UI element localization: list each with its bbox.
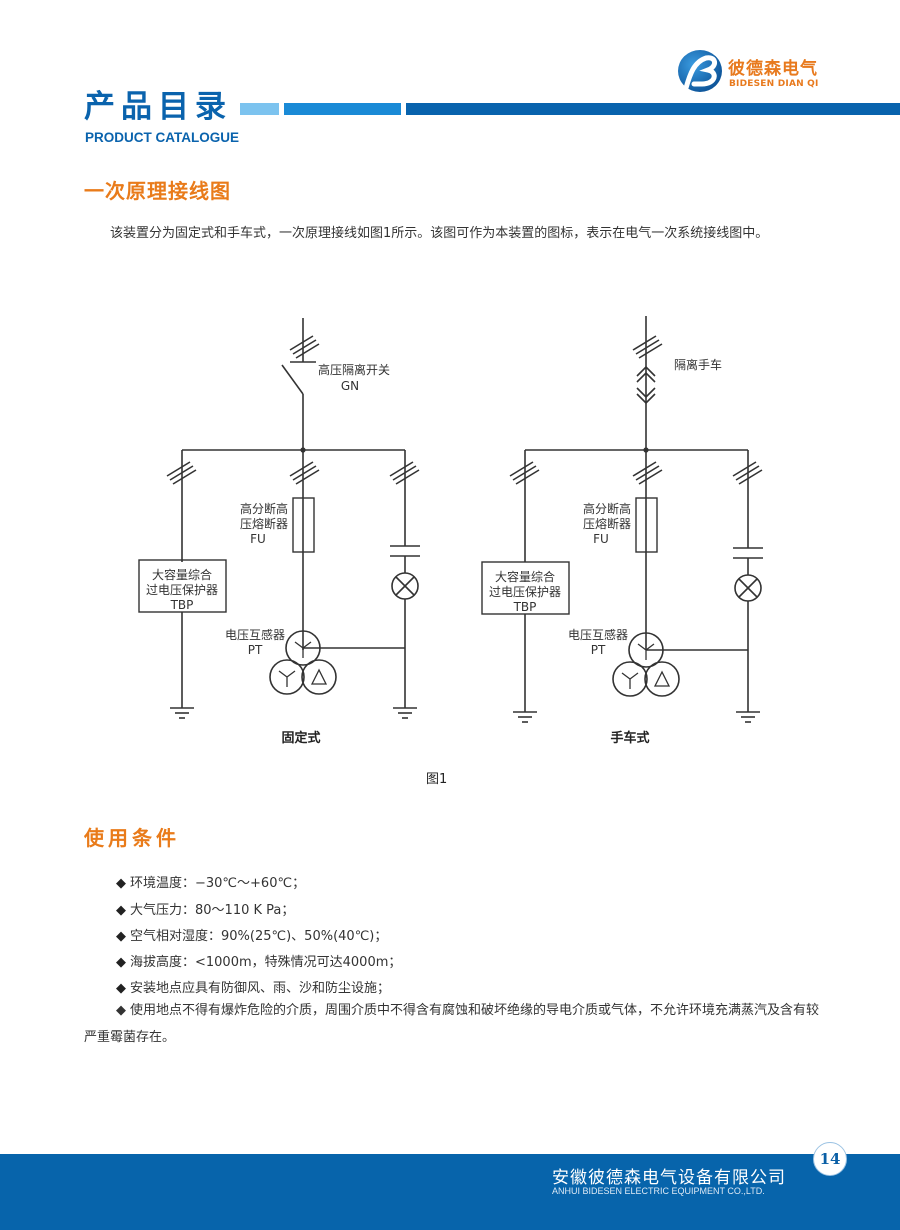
header-bar-light xyxy=(240,103,279,115)
company-name-en: ANHUI BIDESEN ELECTRIC EQUIPMENT CO.,LTD… xyxy=(552,1186,765,1196)
page-title: 产品目录 xyxy=(84,89,232,125)
tbp-label-1: 大容量综合 xyxy=(495,569,555,584)
three-phase-mark xyxy=(389,461,420,485)
condition-item: ◆ 空气相对湿度：90%(25℃)、50%(40℃)； xyxy=(116,925,387,944)
condition-item: ◆ 大气压力：80～110 K Pa； xyxy=(116,899,294,918)
switch-code: GN xyxy=(341,379,359,393)
fuse-label-2: 压熔断器 xyxy=(583,516,631,531)
three-phase-mark xyxy=(166,461,197,485)
condition-item: ◆ 环境温度：−30℃～+60℃； xyxy=(116,872,305,891)
pt-transformer-icon[interactable] xyxy=(612,632,680,697)
tbp-label-2: 过电压保护器 xyxy=(146,583,218,597)
section-paragraph: 该装置分为固定式和手车式，一次原理接线如图1所示。该图可作为本装置的图标，表示在… xyxy=(110,226,769,241)
condition-item: ◆ 海拔高度：<1000m，特殊情况可达4000m； xyxy=(116,951,401,970)
fuse-label-1: 高分断高 xyxy=(240,501,288,516)
logo-b-icon xyxy=(678,50,722,92)
condition-item: ◆使用地点不得有爆炸危险的介质，周围介质中不得含有腐蚀和破坏绝缘的导电介质或气体… xyxy=(84,997,824,1051)
diamond-bullet-icon: ◆ xyxy=(116,981,126,996)
condition-text: 空气相对湿度：90%(25℃)、50%(40℃)； xyxy=(130,929,388,944)
diamond-bullet-icon: ◆ xyxy=(116,903,126,918)
fuse-code: FU xyxy=(593,532,609,546)
pt-code: PT xyxy=(591,643,606,657)
condition-text: 环境温度：−30℃～+60℃； xyxy=(130,876,306,891)
tbp-label-1: 大容量综合 xyxy=(152,567,212,582)
brand-name-cn: 彼德森电气 xyxy=(728,59,818,79)
fixed-type-diagram xyxy=(138,318,420,719)
switch-label: 高压隔离开关 xyxy=(318,362,390,377)
pt-code: PT xyxy=(248,643,263,657)
condition-text: 大气压力：80～110 K Pa； xyxy=(130,903,295,918)
figure-caption: 图1 xyxy=(426,772,448,787)
ground-icon xyxy=(736,711,760,723)
handcart-plug-icon[interactable] xyxy=(636,365,656,405)
diamond-bullet-icon: ◆ xyxy=(116,876,126,891)
pt-label: 电压互感器 xyxy=(568,627,628,642)
condition-text: 海拔高度：<1000m，特殊情况可达4000m； xyxy=(130,955,402,970)
wiring-diagram: 高压隔离开关 GN 高分断高 压熔断器 FU 大容量综合 过电压保护器 TBP … xyxy=(138,316,763,746)
ground-icon xyxy=(170,707,194,719)
handcart-type-diagram xyxy=(481,316,763,723)
three-phase-mark xyxy=(632,335,663,359)
fuse-code: FU xyxy=(250,532,266,546)
company-name-cn: 安徽彼德森电气设备有限公司 xyxy=(552,1168,786,1188)
three-phase-mark xyxy=(289,461,320,485)
pt-label: 电压互感器 xyxy=(225,627,285,642)
indicator-lamp-icon xyxy=(734,574,762,602)
three-phase-mark xyxy=(632,461,663,485)
condition-text: 使用地点不得有爆炸危险的介质，周围介质中不得含有腐蚀和破坏绝缘的导电介质或气体，… xyxy=(84,1003,820,1045)
page-number: 14 xyxy=(813,1142,847,1176)
isolating-switch-blade xyxy=(281,364,304,395)
handcart-caption: 手车式 xyxy=(610,730,649,746)
diamond-bullet-icon: ◆ xyxy=(116,1003,126,1018)
tbp-code: TBP xyxy=(513,600,537,614)
three-phase-mark xyxy=(509,461,540,485)
brand-logo xyxy=(676,48,876,94)
diamond-bullet-icon: ◆ xyxy=(116,929,126,944)
tbp-code: TBP xyxy=(170,598,194,612)
indicator-lamp-icon xyxy=(391,572,419,600)
condition-item: ◆ 安装地点应具有防御风、雨、沙和防尘设施； xyxy=(116,977,390,996)
three-phase-mark xyxy=(289,335,320,359)
ground-icon xyxy=(393,707,417,719)
fuse-label-1: 高分断高 xyxy=(583,501,631,516)
fixed-caption: 固定式 xyxy=(281,730,320,746)
ground-icon xyxy=(513,711,537,723)
section-title-conditions: 使用条件 xyxy=(84,826,180,850)
diamond-bullet-icon: ◆ xyxy=(116,955,126,970)
page-subtitle: PRODUCT CATALOGUE xyxy=(85,130,239,145)
pt-transformer-icon[interactable] xyxy=(269,630,337,695)
header-bar-mid xyxy=(284,103,401,115)
condition-text: 安装地点应具有防御风、雨、沙和防尘设施； xyxy=(130,981,391,996)
header-bar-dark xyxy=(406,103,900,115)
fuse-label-2: 压熔断器 xyxy=(240,516,288,531)
handcart-switch-label: 隔离手车 xyxy=(674,357,722,372)
brand-name-en: BIDESEN DIAN QI xyxy=(729,79,819,89)
footer-band xyxy=(0,1154,900,1230)
three-phase-mark xyxy=(732,461,763,485)
section-title-wiring: 一次原理接线图 xyxy=(84,179,231,203)
tbp-label-2: 过电压保护器 xyxy=(489,585,561,599)
